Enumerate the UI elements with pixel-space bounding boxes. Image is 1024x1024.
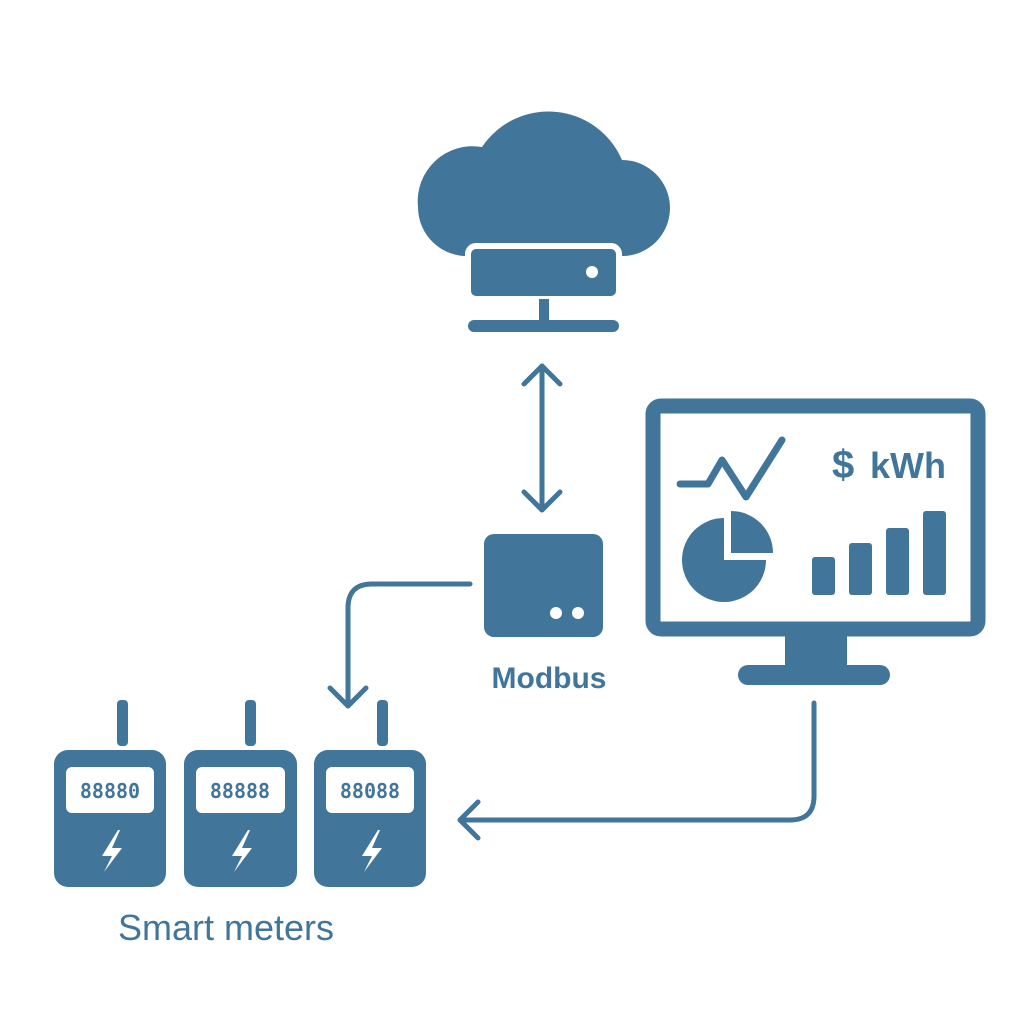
- connection-line: [457, 700, 817, 823]
- meter-display: [326, 767, 414, 813]
- arrowhead-up: [521, 363, 563, 387]
- server-stand: [539, 299, 549, 321]
- smart-meter-2: 88888: [184, 700, 297, 887]
- smart-meter-3: 88088: [314, 700, 426, 887]
- arrowhead-left: [457, 799, 481, 841]
- bar-3: [886, 528, 909, 595]
- bar-1: [812, 557, 835, 595]
- modbus-label: Modbus: [492, 662, 607, 695]
- meter-display: [196, 767, 285, 813]
- connection-dashboard-meters: [457, 700, 817, 841]
- meter-reading: 88888: [210, 779, 270, 803]
- unit-label: kWh: [870, 445, 946, 486]
- pie-chart-icon: [682, 511, 773, 602]
- monitor-icon: [645, 398, 986, 685]
- arrowhead-down: [521, 489, 563, 513]
- server-base: [468, 320, 619, 332]
- meter-reading: 88088: [340, 779, 400, 803]
- meter-antenna: [117, 700, 128, 746]
- smart-meters: 88880 88888 88088 Smart meters: [54, 700, 426, 948]
- modbus-gateway: Modbus: [484, 534, 606, 695]
- connection-line: [345, 581, 473, 709]
- trend-line-icon: [676, 436, 786, 501]
- cloud-shape: [417, 111, 670, 257]
- connection-gateway-meters: [327, 581, 473, 709]
- server-led: [586, 266, 598, 278]
- pie-large-slice: [682, 518, 766, 602]
- meter-display: [66, 767, 154, 813]
- connection-cloud-gateway: [521, 363, 563, 513]
- currency-label: $: [832, 443, 854, 487]
- smart-meter-1: 88880: [54, 700, 166, 887]
- monitor-bezel: [645, 398, 986, 637]
- meter-antenna: [245, 700, 256, 746]
- gateway-led-1: [550, 607, 562, 619]
- bar-2: [849, 543, 872, 595]
- meter-antenna: [377, 700, 388, 746]
- arrowhead-down: [327, 685, 369, 709]
- monitor-neck: [785, 636, 847, 668]
- meter-reading: 88880: [80, 779, 140, 803]
- lightning-icon: [362, 830, 382, 872]
- cloud-server-icon: [417, 111, 670, 332]
- pie-small-slice: [731, 511, 773, 553]
- monitor-base: [738, 665, 890, 685]
- modbus-gateway-icon: [484, 534, 603, 637]
- smart-meters-label: Smart meters: [118, 907, 334, 948]
- dashboard: $ kWh: [645, 398, 986, 685]
- bar-4: [923, 511, 946, 595]
- lightning-icon: [232, 830, 252, 872]
- lightning-icon: [102, 830, 122, 872]
- cloud-server: [417, 111, 670, 332]
- gateway-led-2: [572, 607, 584, 619]
- gateway-box: [484, 534, 603, 637]
- bar-chart-icon: [812, 511, 946, 595]
